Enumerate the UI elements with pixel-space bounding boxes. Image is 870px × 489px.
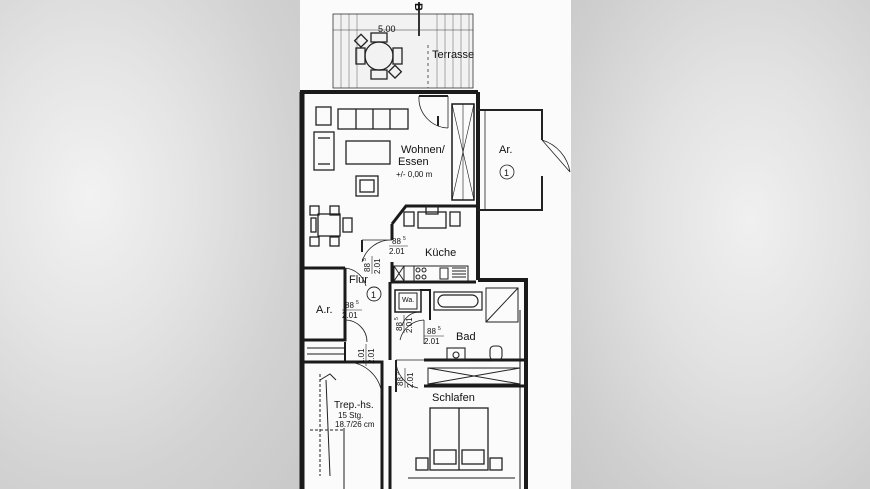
hall-door-arc [344, 267, 367, 290]
svg-text:88: 88 [427, 327, 436, 336]
section-mark-label: B [412, 3, 424, 11]
living-door-icon [418, 95, 449, 129]
svg-text:5: 5 [438, 326, 441, 332]
svg-text:88: 88 [392, 237, 401, 246]
bath-label: Bad [456, 331, 476, 343]
armchair-icon [355, 175, 379, 197]
store-room-top-label: Ar. [499, 144, 512, 156]
svg-text:88: 88 [363, 263, 372, 272]
kitchen-counter-icon [393, 265, 469, 282]
door-dim-bedroom: 88 5 2.01 [395, 368, 415, 388]
toilet-icon [489, 345, 503, 361]
stair-outline [310, 373, 345, 489]
floor-level-label: +/- 0,00 m [396, 170, 433, 179]
door-dim-bath: 88 5 2.01 [424, 326, 444, 346]
svg-text:5: 5 [395, 372, 401, 375]
store-left-label: A.r. [316, 304, 333, 316]
bath-door-arc [399, 311, 425, 344]
entry-door-arc [345, 361, 383, 397]
stairwell-steps-label: 15 Stg. [338, 411, 363, 420]
door-dim-store: 88 5 2.01 [342, 300, 362, 320]
svg-text:2.01: 2.01 [373, 258, 382, 274]
hall-label: Flur [349, 274, 368, 286]
svg-text:5: 5 [394, 317, 400, 320]
svg-text:2.01: 2.01 [405, 317, 414, 333]
svg-text:88: 88 [345, 301, 354, 310]
blurred-background-right [571, 0, 870, 489]
room-number-markers [366, 286, 382, 302]
door-dim-wash: 88 5 2.01 [394, 315, 414, 333]
door-dim-kitchen: 88 5 2.01 [389, 236, 408, 256]
dining-table-icon [309, 205, 353, 247]
coffee-table-icon [345, 140, 391, 165]
bedroom-label: Schlafen [432, 392, 475, 404]
living-room-label: Wohnen/ [401, 144, 446, 156]
kitchen-label: Küche [425, 247, 456, 259]
patio-table-icon [353, 32, 403, 80]
store-room-top-number: 1 [504, 168, 509, 178]
wash-label: Wa. [402, 297, 414, 304]
terrace-area [332, 2, 474, 89]
svg-text:1.01: 1.01 [357, 348, 366, 364]
wardrobe-icon [427, 367, 521, 385]
terrace-label: Terrasse [432, 49, 474, 61]
hall-number: 1 [371, 290, 376, 300]
stairwell-dims-label: 18.7/26 cm [335, 420, 375, 429]
svg-text:2.01: 2.01 [424, 337, 440, 346]
svg-text:5: 5 [362, 258, 368, 261]
svg-text:5: 5 [403, 236, 406, 242]
svg-text:5: 5 [356, 300, 359, 306]
kitchen-table-icon [403, 205, 461, 229]
washbasin-icon [446, 347, 466, 361]
blurred-background-left [0, 0, 300, 489]
store-door-arc [344, 319, 368, 343]
svg-text:2.01: 2.01 [367, 348, 376, 364]
shower-icon [485, 287, 519, 323]
svg-text:2.01: 2.01 [406, 372, 415, 388]
svg-text:88: 88 [396, 377, 405, 386]
kitchen-door-arc [361, 239, 393, 263]
living-room-label-2: Essen [398, 156, 429, 168]
terrace-width-label: 5.00 [378, 24, 396, 34]
stairwell-label: Trep.-hs. [334, 400, 374, 411]
washing-machine-icon [398, 292, 418, 310]
double-bed-icon [415, 407, 503, 471]
exterior-walls [299, 90, 528, 489]
bathtub-icon [433, 291, 483, 311]
bedroom-door-arc [395, 359, 424, 392]
sofa-icon [313, 106, 409, 171]
svg-text:2.01: 2.01 [342, 311, 358, 320]
svg-text:2.01: 2.01 [389, 247, 405, 256]
svg-text:88: 88 [395, 322, 404, 331]
store-room-top [478, 109, 571, 211]
door-dim-entry: 1.01 2.01 [357, 344, 376, 366]
door-dim-hall: 88 5 2.01 [362, 256, 382, 274]
